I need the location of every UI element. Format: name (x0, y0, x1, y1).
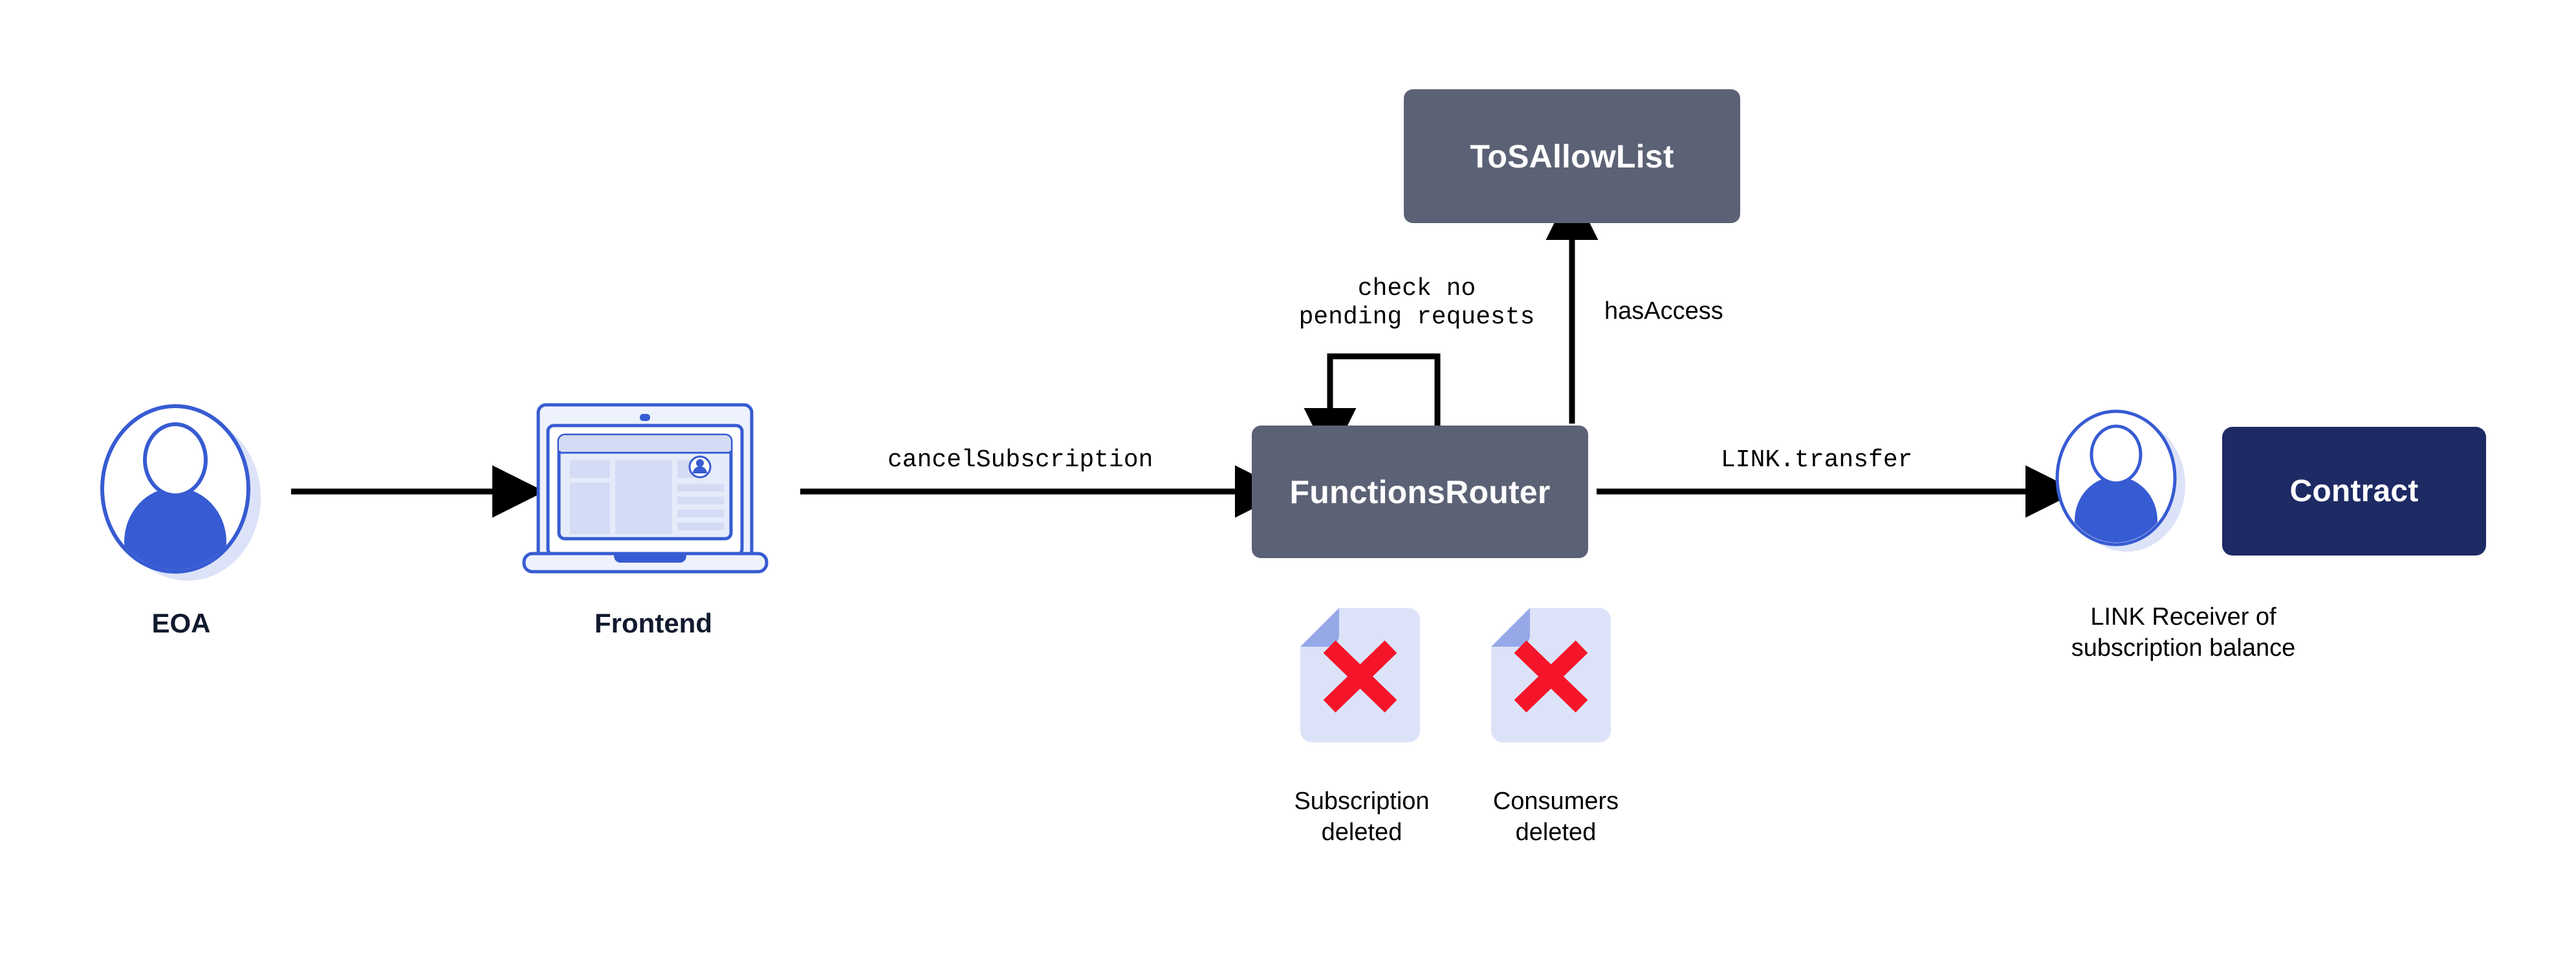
frontend-label: Frontend (595, 608, 712, 638)
functions-router-label: FunctionsRouter (1289, 473, 1551, 510)
consumers-deleted-line1: Consumers (1492, 788, 1619, 815)
consumers-deleted-line2: deleted (1515, 819, 1597, 846)
document-deleted-icon (1491, 608, 1611, 742)
node-tos-allowlist[interactable]: ToSAllowList (1404, 89, 1740, 223)
eoa-avatar-icon (91, 400, 272, 584)
eoa-label: EOA (151, 608, 211, 638)
check-no-pending-line1: check no (1357, 275, 1476, 303)
edge-functions-router-self-loop (1304, 353, 1441, 460)
link-receiver-avatar-icon (2047, 406, 2193, 555)
subscription-deleted-line2: deleted (1321, 819, 1403, 846)
tos-allowlist-label: ToSAllowList (1470, 138, 1674, 175)
consumers-deleted-label: Consumers deleted (1443, 786, 1669, 848)
node-functions-router[interactable]: FunctionsRouter (1252, 426, 1588, 558)
link-receiver-label: LINK Receiver of subscription balance (1925, 601, 2442, 664)
link-receiver-line2: subscription balance (2071, 634, 2296, 662)
node-contract[interactable]: Contract (2222, 427, 2486, 556)
contract-label: Contract (2289, 474, 2419, 508)
laptop-icon (514, 400, 786, 587)
subscription-deleted-label: Subscription deleted (1249, 786, 1475, 848)
edge-label-cancel-subscription: cancelSubscription (888, 446, 1153, 474)
check-no-pending-line2: pending requests (1298, 303, 1535, 331)
subscription-deleted-line1: Subscription (1294, 788, 1430, 815)
document-deleted-icon (1300, 608, 1420, 742)
edge-label-has-access: hasAccess (1604, 297, 1723, 325)
link-receiver-line1: LINK Receiver of (2090, 603, 2276, 631)
edge-label-link-transfer: LINK.transfer (1721, 446, 1913, 474)
